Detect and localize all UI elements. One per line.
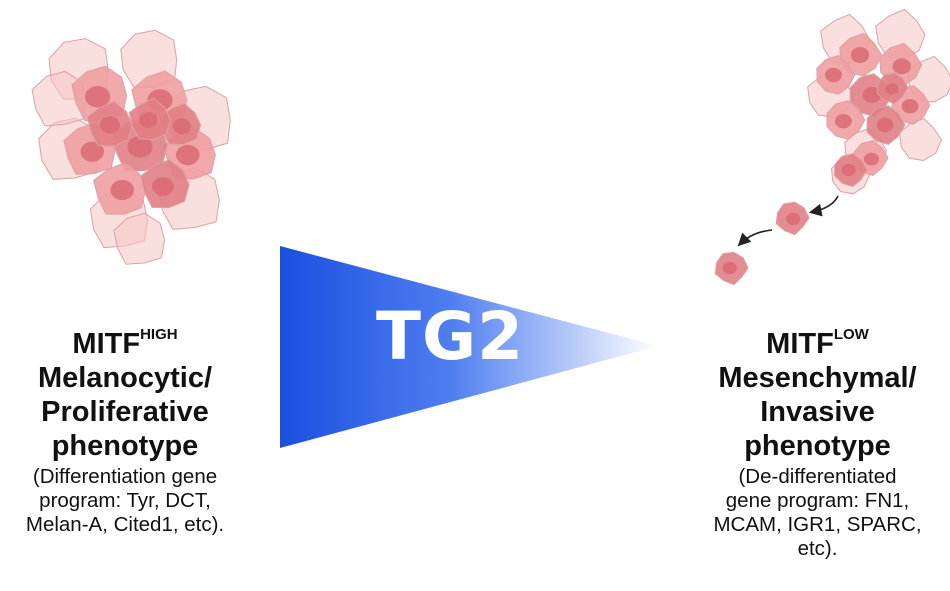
cell-icon: [833, 153, 868, 188]
left-phenotype-line: Melanocytic/: [37, 362, 213, 394]
cell-icon: [826, 100, 866, 140]
right-gene-program-line: MCAM, IGR1, SPARC,: [713, 513, 922, 536]
cell-icon: [158, 102, 202, 146]
right-invasive-cluster-icon: [807, 8, 950, 195]
cell-icon: [775, 201, 810, 236]
right-phenotype-line: Invasive: [760, 396, 875, 428]
cell-icon: [714, 251, 749, 286]
right-marker-title: MITFLOW: [690, 318, 945, 361]
cell-icon: [86, 100, 133, 147]
cell-icon: [876, 72, 909, 105]
cell-icon: [140, 159, 190, 209]
right-phenotype-label: MITFLOW Mesenchymal/ Invasive phenotype …: [690, 318, 945, 561]
left-tumor-cluster-icon: [31, 29, 231, 265]
tg2-gradient-wedge: [280, 246, 658, 448]
right-gene-program-line: (De-differentiated: [738, 465, 897, 488]
cell-icon: [113, 212, 166, 265]
detached-cells-icon: [714, 201, 810, 286]
right-gene-program-line: etc).: [797, 537, 838, 560]
right-phenotype-line: Mesenchymal/: [718, 362, 917, 394]
right-phenotype-line: phenotype: [744, 430, 891, 462]
left-phenotype-line: phenotype: [51, 430, 199, 462]
cell-icon: [93, 162, 147, 215]
cell-icon: [899, 117, 943, 162]
tg2-label: TG2: [375, 298, 525, 375]
left-gene-program-line: program: Tyr, DCT,: [39, 489, 211, 512]
cell-icon: [866, 105, 906, 145]
left-gene-program-line: Melan-A, Cited1, etc).: [25, 513, 225, 536]
left-phenotype-label: MITFHIGH Melanocytic/ Proliferative phen…: [0, 318, 250, 537]
left-marker-title: MITFHIGH: [0, 318, 250, 361]
left-phenotype-line: Proliferative: [41, 396, 209, 428]
cell-icon: [839, 32, 883, 77]
cell-icon: [128, 97, 172, 141]
left-marker-superscript: HIGH: [140, 326, 178, 343]
cell-icon: [816, 54, 856, 95]
left-marker-text: MITF: [72, 328, 141, 360]
migration-arrow-lower: [737, 229, 773, 247]
right-marker-text: MITF: [766, 328, 834, 360]
left-gene-program-line: (Differentiation gene: [32, 465, 218, 488]
migration-arrow-upper: [808, 195, 839, 217]
right-marker-superscript: LOW: [833, 326, 869, 343]
right-gene-program-line: gene program: FN1,: [725, 489, 910, 512]
